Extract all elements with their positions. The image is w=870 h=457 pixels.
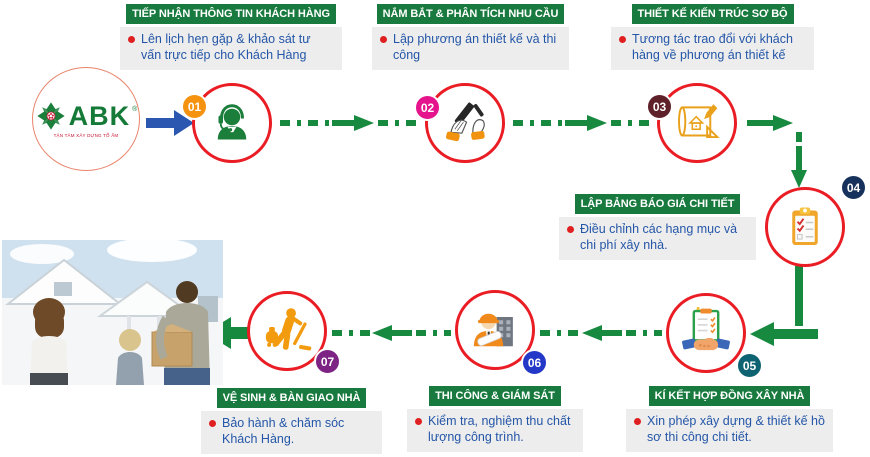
step-card-3: THIẾT KẾ KIẾN TRÚC SƠ BỘ Tương tác trao … (611, 4, 814, 70)
bullet-dot (209, 420, 216, 427)
bullet-dot (634, 418, 641, 425)
checklist-clipboard-icon (792, 207, 818, 245)
step-title: TIẾP NHẬN THÔNG TIN KHÁCH HÀNG (126, 4, 336, 24)
step-title: VỆ SINH & BÀN GIAO NHÀ (216, 388, 367, 408)
step-number-badge: 05 (736, 352, 763, 379)
step-number-badge: 02 (414, 94, 441, 121)
step-number-badge: 03 (646, 93, 673, 120)
abk-logo: ABK ® TẬN TÂM XÂY DỰNG TỔ ẤM (32, 67, 140, 171)
step-title: NẮM BẮT & PHÂN TÍCH NHU CẦU (376, 4, 565, 24)
step-title: KÍ KẾT HỢP ĐỒNG XÂY NHÀ (648, 386, 811, 406)
step-title: THIẾT KẾ KIẾN TRÚC SƠ BỘ (631, 4, 794, 24)
bullet-dot (128, 36, 135, 43)
step-number-badge: 07 (314, 348, 341, 375)
contract-handshake-icon (682, 307, 730, 351)
arrow-logo-to-step1 (146, 110, 194, 136)
step-card-6: THI CÔNG & GIÁM SÁT Kiểm tra, nghiệm thu… (407, 386, 583, 452)
cleaning-vacuum-icon (265, 308, 312, 351)
flow-arrow-step6-step7 (332, 325, 451, 341)
step7-circle: 07 (247, 291, 341, 375)
step-title: LẬP BẢNG BÁO GIÁ CHI TIẾT (574, 194, 741, 214)
step3-circle: 03 (646, 83, 737, 163)
bullet-dot (380, 36, 387, 43)
logo-tagline: TẬN TÂM XÂY DỰNG TỔ ẤM (53, 133, 119, 138)
logo-brand: ABK (68, 100, 131, 131)
step-description: Kiểm tra, nghiệm thu chất lượng công trì… (407, 409, 583, 452)
step-card-2: NẮM BẮT & PHÂN TÍCH NHU CẦU Lập phương á… (372, 4, 569, 70)
step-description: Điều chỉnh các hạng mục và chi phí xây n… (559, 217, 756, 260)
step1-circle: 01 (181, 83, 272, 163)
step-description: Tương tác trao đổi với khách hàng về phư… (611, 27, 814, 70)
step-number-badge: 06 (521, 349, 548, 376)
flow-arrow-step3-corner (747, 115, 793, 131)
step-card-5: KÍ KẾT HỢP ĐỒNG XÂY NHÀ Xin phép xây dựn… (626, 386, 833, 452)
step2-circle: 02 (414, 83, 505, 163)
step-number-badge: 04 (840, 174, 867, 201)
step6-circle: 06 (455, 290, 548, 376)
drafting-hands-icon (446, 102, 485, 142)
logo-registered-mark: ® (132, 105, 138, 113)
flow-arrow-step2-step3 (513, 115, 652, 131)
bullet-dot (415, 418, 422, 425)
step-description: Bảo hành & chăm sóc Khách Hàng. (201, 411, 382, 454)
step-card-1: TIẾP NHẬN THÔNG TIN KHÁCH HÀNG Lên lịch … (120, 4, 342, 70)
flow-arrow-down-step4 (791, 132, 807, 188)
step5-circle: 05 (666, 293, 763, 379)
flow-arrow-step1-step2 (280, 115, 419, 131)
abk-flower-emblem-icon (37, 102, 65, 130)
step-description: Xin phép xây dựng & thiết kế hồ sơ thi c… (626, 409, 833, 452)
step-card-4: LẬP BẢNG BÁO GIÁ CHI TIẾT Điều chỉnh các… (559, 194, 756, 260)
flow-arrow-step5-step6 (540, 325, 662, 341)
bullet-dot (567, 226, 574, 233)
blueprint-icon (678, 104, 720, 139)
step-card-7: VỆ SINH & BÀN GIAO NHÀ Bảo hành & chăm s… (201, 388, 382, 454)
flow-arrow-step7-handover (205, 317, 249, 349)
step-description: Lập phương án thiết kế và thi công (372, 27, 569, 70)
step-title: THI CÔNG & GIÁM SÁT (429, 386, 561, 406)
flow-arrow-step4-step5 (750, 322, 818, 346)
step-number-badge: 01 (181, 93, 208, 120)
step-description: Lên lịch hẹn gặp & khảo sát tư vấn trực … (120, 27, 342, 70)
flow-connector-step4-step5 (795, 266, 803, 326)
family-new-home-photo (2, 240, 223, 385)
step4-circle: 04 (765, 174, 867, 267)
bullet-dot (619, 36, 626, 43)
construction-engineer-icon (473, 313, 513, 347)
support-agent-icon (217, 104, 247, 140)
